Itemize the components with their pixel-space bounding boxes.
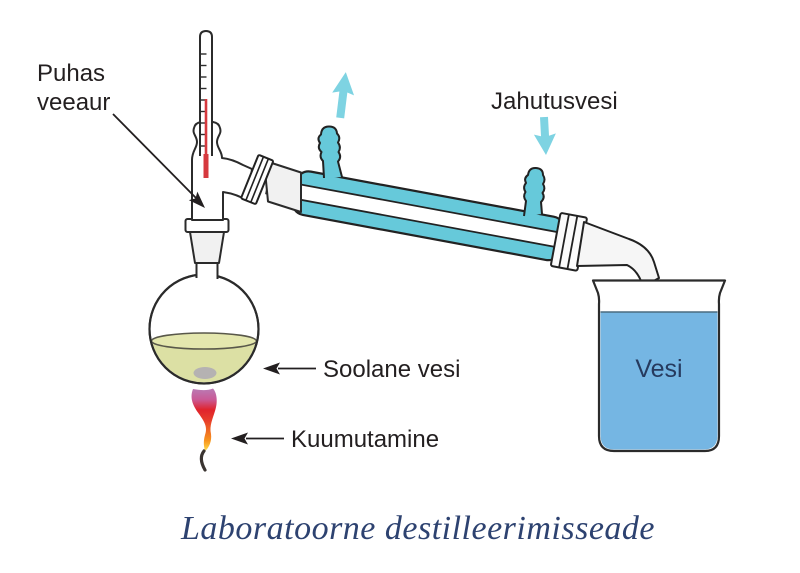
joint-ring <box>245 156 265 201</box>
steam-out-arrow <box>332 72 355 119</box>
still-head <box>191 30 253 221</box>
salty-water-label: Soolane vesi <box>323 356 460 383</box>
pure-steam-arrow <box>112 113 205 208</box>
distillate-spout <box>576 221 660 288</box>
flask-liquid-surface <box>150 332 258 350</box>
diagram-title: Laboratoorne destilleerimisseade <box>180 510 655 547</box>
distillation-flask <box>148 218 260 385</box>
heating-label: Kuumutamine <box>291 426 439 453</box>
pure-steam-label-line1: Puhas <box>37 60 105 87</box>
thermometer <box>199 30 213 156</box>
joint-ring <box>558 214 570 268</box>
cooling-water-label: Jahutusvesi <box>491 88 618 115</box>
salty-water-arrow <box>263 362 316 375</box>
water-outlet-nozzle <box>317 125 343 179</box>
flame-shape <box>191 388 217 451</box>
cooling-water-in-arrow <box>533 116 556 155</box>
joint-ring <box>566 215 579 270</box>
flame-wick <box>199 449 207 472</box>
flask-joint-cone <box>189 231 225 264</box>
water-inlet-nozzle <box>523 166 546 217</box>
flask-neck-fill <box>197 263 217 279</box>
vapor-inlet-adapter <box>263 159 302 213</box>
water-label: Vesi <box>635 355 682 383</box>
joint-ring <box>250 158 270 203</box>
pure-steam-label-line2: veeaur <box>37 89 110 116</box>
heating-arrow <box>231 432 284 445</box>
beaker <box>591 279 727 453</box>
condenser-inlet-joint <box>240 154 274 205</box>
boiling-stone <box>193 367 217 379</box>
beaker-water <box>600 312 718 450</box>
beaker-outline <box>591 279 727 453</box>
burner-flame <box>191 388 217 472</box>
condenser <box>240 125 660 288</box>
